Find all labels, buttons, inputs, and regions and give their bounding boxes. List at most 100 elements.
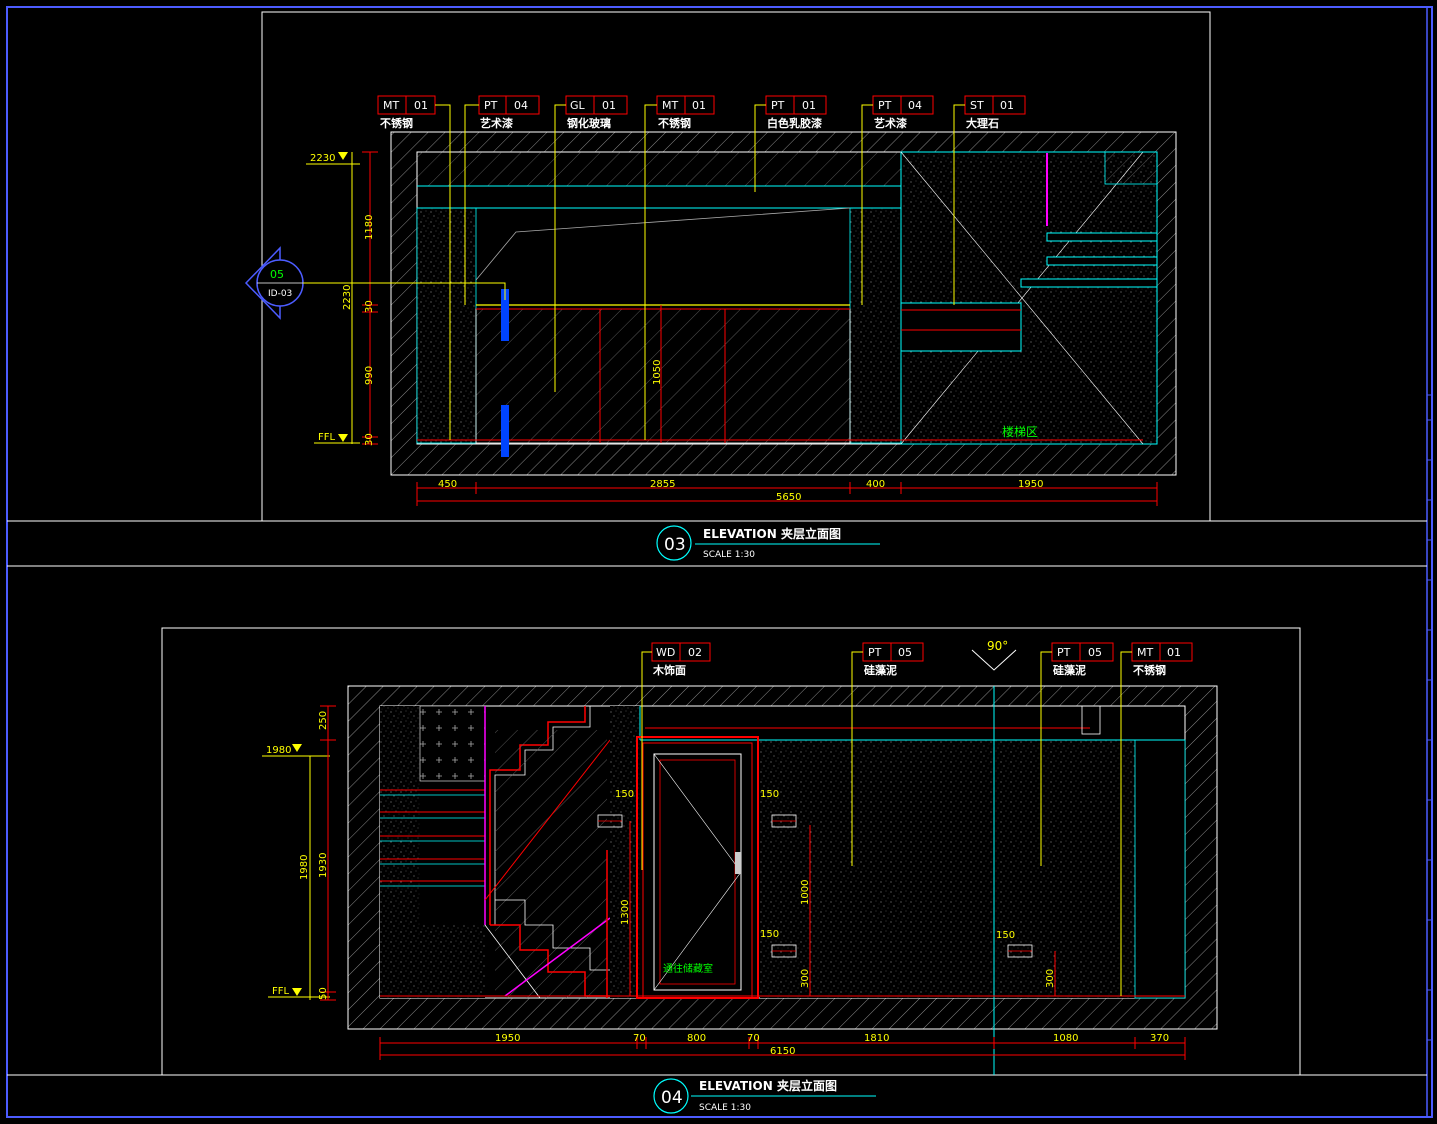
tag-name: 不锈钢 [1133,663,1166,677]
tag-03-1: PT 04 艺术漆 [464,95,540,305]
level-markers-04: 1980 FFL [262,744,330,998]
tag-03-2: GL 01 钢化玻璃 [554,95,628,392]
tag-num: 01 [692,99,706,112]
dim-h-1080: 1080 [1053,1033,1078,1044]
tag-code: PT [868,646,882,659]
detail-callout-03: 05 ID-03 [244,246,506,320]
elevation-scale: SCALE 1:30 [699,1103,751,1113]
dim-h-1300: 1300 [620,900,631,925]
tag-num: 01 [602,99,616,112]
level-ffl-04: FFL [272,986,290,997]
door-label: 通往储藏室 [663,962,713,975]
horizontal-dims-03: 450 2855 400 1950 5650 [416,479,1158,506]
horizontal-dims-04: 1950 70 800 70 1810 1080 370 6150 [379,1033,1186,1060]
tag-num: 02 [688,646,702,659]
tag-code: WD [656,646,675,659]
zone-label-stair: 楼梯区 [1002,424,1038,439]
material-tags-03: MT 01 不锈钢 PT 04 艺术漆 GL 01 钢化玻璃 [377,95,1026,440]
vertical-dims-04: 250 1980 1930 50 [299,705,336,1001]
tag-03-5: PT 04 艺术漆 [861,95,934,305]
level-arrow-icon [338,152,348,160]
elevation-scale: SCALE 1:30 [703,550,755,560]
tag-num: 04 [514,99,528,112]
tag-name: 硅藻泥 [1053,663,1086,677]
elevation-title: ELEVATION 夹层立面图 [703,526,841,541]
level-markers-03: 2230 FFL [306,152,360,444]
dim-h-450: 450 [438,479,457,490]
dim-v-30a: 30 [364,300,375,313]
tag-03-3: MT 01 不锈钢 [644,95,715,440]
sockets-04: 150 150 150 150 1300 1000 300 300 [597,789,1056,996]
inner-dim-03: 1050 [652,305,663,443]
tag-04-1: PT 05 硅藻泥 [851,642,924,866]
level-top-03: 2230 [310,153,335,164]
tag-code: PT [771,99,785,112]
tag-name: 不锈钢 [380,116,413,130]
elevation-04: 通往储藏室 90° WD 02 木饰面 PT 05 硅藻泥 [161,627,1301,1114]
dim-h-2855: 2855 [650,479,675,490]
level-ffl-03: FFL [318,432,336,443]
tag-num: 05 [898,646,912,659]
dim-v-250: 250 [318,711,329,730]
tag-name: 钢化玻璃 [567,116,611,130]
elevation-number: 04 [661,1088,683,1108]
tag-03-0: MT 01 不锈钢 [377,95,451,440]
dim-socket-150a: 150 [615,789,634,800]
tag-code: MT [662,99,678,112]
dim-v-990: 990 [364,366,375,385]
wall-structure-04 [347,685,1218,1075]
dim-h-total-6150: 6150 [770,1046,795,1057]
tag-name: 不锈钢 [658,116,691,130]
material-tags-04: WD 02 木饰面 PT 05 硅藻泥 PT 05 硅藻泥 [641,642,1193,996]
tag-name: 白色乳胶漆 [767,116,822,130]
dim-v-1980: 1980 [299,855,310,880]
angle-marker: 90° [971,639,1017,671]
tag-code: GL [570,99,586,112]
dim-h-370: 370 [1150,1033,1169,1044]
title-block-04: 04 ELEVATION 夹层立面图 SCALE 1:30 [653,1078,876,1114]
level-arrow-icon [292,744,302,752]
dim-h-1810: 1810 [864,1033,889,1044]
tag-num: 04 [908,99,922,112]
dim-h-800: 800 [687,1033,706,1044]
dim-h-1950: 1950 [495,1033,520,1044]
dim-h-300a: 300 [800,969,811,988]
tag-03-6: ST 01 大理石 [953,95,1026,305]
tag-name: 大理石 [966,116,999,130]
tag-code: MT [1137,646,1153,659]
dim-socket-150d: 150 [996,930,1015,941]
dim-v-1930: 1930 [318,853,329,878]
tag-04-3: MT 01 不锈钢 [1120,642,1193,996]
elevation-03: MT 01 不锈钢 PT 04 艺术漆 GL 01 钢化玻璃 [244,11,1211,561]
dim-h-400: 400 [866,479,885,490]
viewport-04 [161,627,1301,1076]
dim-h-1000: 1000 [800,880,811,905]
dim-v-1180: 1180 [364,215,375,240]
tag-04-0: WD 02 木饰面 [641,642,711,870]
dim-v-50: 50 [318,987,329,1000]
title-block-03: 03 ELEVATION 夹层立面图 SCALE 1:30 [656,525,880,561]
detail-number: 05 [270,268,284,281]
dim-h-1950: 1950 [1018,479,1043,490]
dim-socket-150b: 150 [760,789,779,800]
tag-num: 01 [414,99,428,112]
elevation-number: 03 [664,535,686,555]
dim-v-2230: 2230 [342,285,353,310]
tag-04-2: PT 05 硅藻泥 [1040,642,1114,866]
wall-structure-03 [390,131,1177,476]
tag-code: PT [1057,646,1071,659]
tag-num: 01 [1000,99,1014,112]
tag-code: PT [878,99,892,112]
tag-name: 艺术漆 [874,116,907,130]
dim-v-30b: 30 [364,433,375,446]
tag-num: 01 [802,99,816,112]
level-arrow-icon [338,434,348,442]
tag-name: 木饰面 [652,663,686,677]
level-arrow-icon [292,988,302,996]
dim-h-total-5650: 5650 [776,492,801,503]
tag-code: PT [484,99,498,112]
elevation-title: ELEVATION 夹层立面图 [699,1078,837,1093]
dim-h-70b: 70 [747,1033,760,1044]
door: 通往储藏室 [636,736,759,999]
